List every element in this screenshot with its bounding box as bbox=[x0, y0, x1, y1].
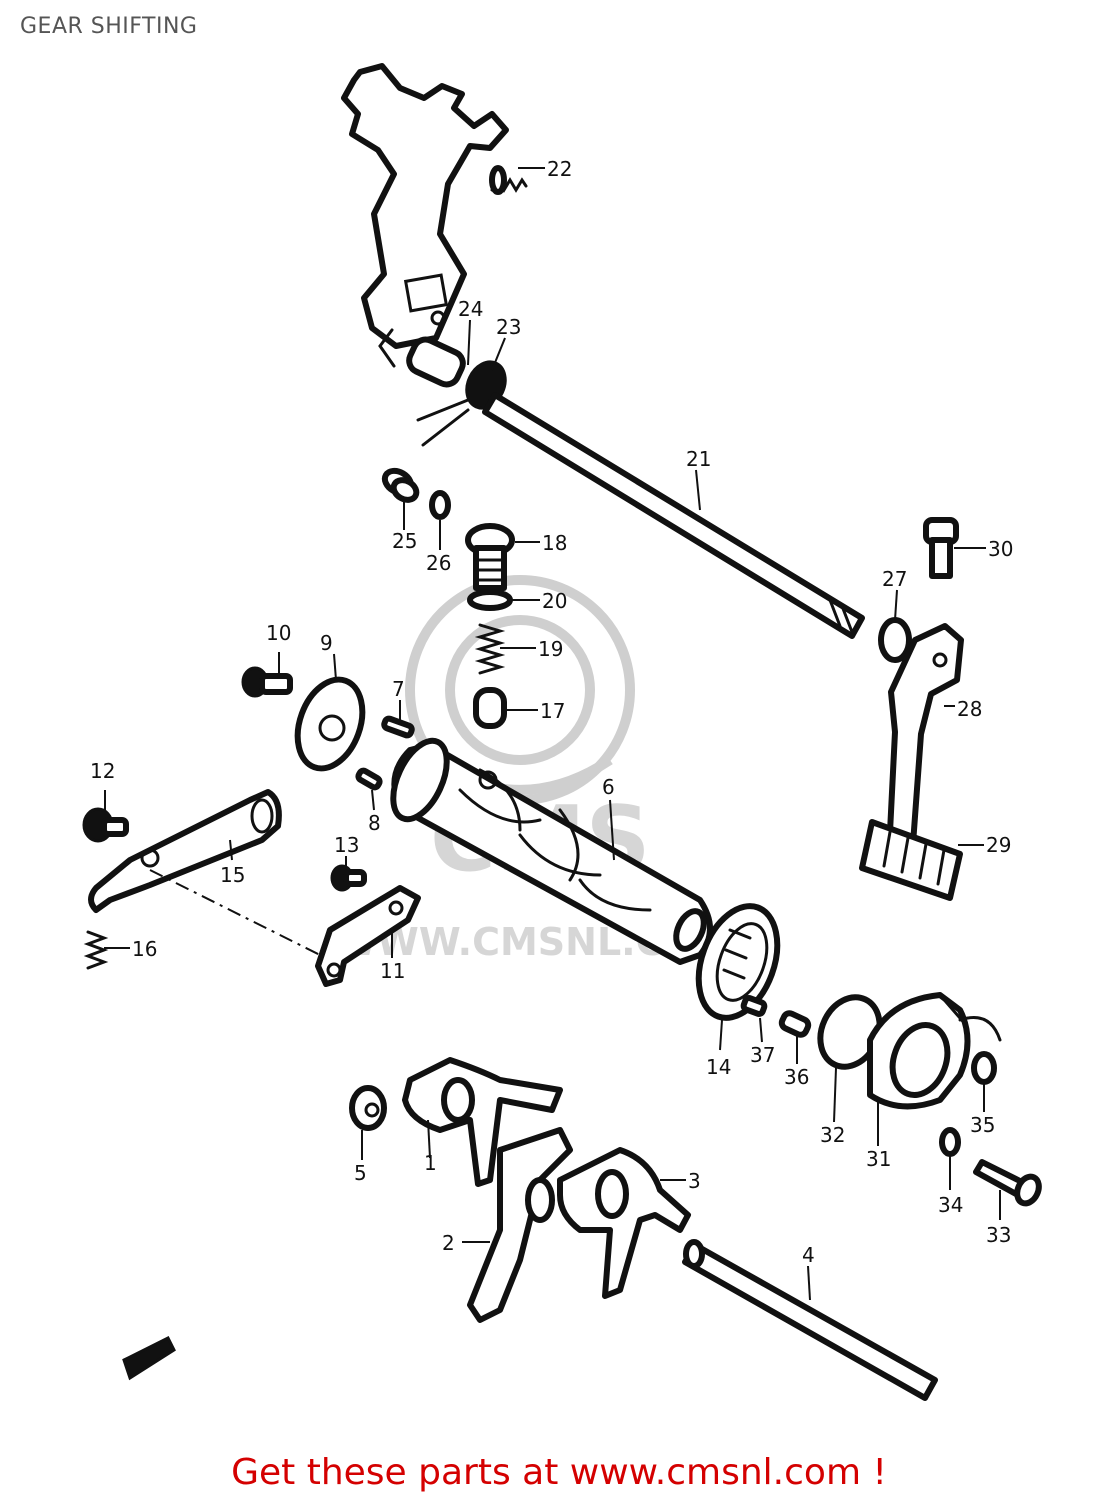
callout-22: 22 bbox=[547, 157, 572, 181]
part-36-pin bbox=[778, 1010, 812, 1038]
callouts: 22 24 23 21 25 26 18 20 19 17 30 27 28 2… bbox=[90, 157, 1013, 1267]
callout-33: 33 bbox=[986, 1223, 1011, 1247]
part-17-plunger bbox=[473, 687, 507, 729]
part-31-cover bbox=[867, 992, 1002, 1110]
part-2-shift-fork bbox=[467, 1127, 573, 1323]
part-19-spring bbox=[474, 623, 506, 675]
callout-26: 26 bbox=[426, 551, 451, 575]
part-21-shift-shaft bbox=[482, 392, 865, 639]
part-37-pin bbox=[740, 995, 768, 1017]
part-33-bolt bbox=[973, 1159, 1042, 1207]
callout-3: 3 bbox=[688, 1169, 701, 1193]
callout-15: 15 bbox=[220, 863, 245, 887]
part-5-bolt bbox=[349, 1085, 387, 1131]
callout-32: 32 bbox=[820, 1123, 845, 1147]
callout-37: 37 bbox=[750, 1043, 775, 1067]
callout-9: 9 bbox=[320, 631, 333, 655]
callout-28: 28 bbox=[957, 697, 982, 721]
part-30-bolt bbox=[923, 517, 959, 579]
callout-8: 8 bbox=[368, 811, 381, 835]
part-20-washer bbox=[467, 589, 513, 611]
callout-21: 21 bbox=[686, 447, 711, 471]
part-14-bearing bbox=[695, 903, 781, 1021]
callout-23: 23 bbox=[496, 315, 521, 339]
callout-11: 11 bbox=[380, 959, 405, 983]
callout-35: 35 bbox=[970, 1113, 995, 1137]
part-3-shift-fork bbox=[557, 1147, 691, 1299]
callout-36: 36 bbox=[784, 1065, 809, 1089]
callout-16: 16 bbox=[132, 937, 157, 961]
callout-30: 30 bbox=[988, 537, 1013, 561]
callout-12: 12 bbox=[90, 759, 115, 783]
part-10-bolt bbox=[241, 666, 293, 698]
leader-lines bbox=[104, 167, 1001, 1301]
part-1-shift-fork bbox=[402, 1057, 563, 1187]
part-7-pin bbox=[381, 715, 415, 739]
part-28-gearshift-lever bbox=[886, 623, 964, 855]
callout-7: 7 bbox=[392, 677, 405, 701]
part-25-bolt bbox=[381, 467, 420, 503]
part-9-cam-plate bbox=[294, 676, 366, 772]
part-12-bolt bbox=[82, 807, 129, 843]
part-29-shift-rubber bbox=[859, 819, 963, 901]
callout-20: 20 bbox=[542, 589, 567, 613]
part-22-spring bbox=[489, 165, 528, 195]
callout-1: 1 bbox=[424, 1151, 437, 1175]
orientation-mark bbox=[122, 1335, 176, 1381]
gearshift-arm-plate bbox=[341, 63, 509, 368]
part-13-bolt bbox=[330, 864, 367, 892]
callout-4: 4 bbox=[802, 1243, 815, 1267]
part-18-bolt bbox=[465, 523, 515, 591]
callout-17: 17 bbox=[540, 699, 565, 723]
part-27-washer bbox=[878, 617, 912, 663]
callout-29: 29 bbox=[986, 833, 1011, 857]
part-34-washer bbox=[939, 1127, 961, 1157]
callout-34: 34 bbox=[938, 1193, 963, 1217]
part-11-plate bbox=[315, 885, 421, 987]
part-8-pin bbox=[355, 767, 383, 791]
callout-27: 27 bbox=[882, 567, 907, 591]
part-15-stopper-lever bbox=[88, 789, 282, 913]
callout-25: 25 bbox=[392, 529, 417, 553]
part-24-collar bbox=[406, 336, 466, 388]
callout-6: 6 bbox=[602, 775, 615, 799]
callout-31: 31 bbox=[866, 1147, 891, 1171]
part-16-spring bbox=[83, 930, 109, 970]
part-26-washer bbox=[429, 490, 451, 520]
assembly-line bbox=[149, 869, 331, 961]
page-title: GEAR SHIFTING bbox=[20, 14, 198, 39]
callout-2: 2 bbox=[442, 1231, 455, 1255]
footer-link[interactable]: Get these parts at www.cmsnl.com ! bbox=[231, 1452, 887, 1493]
callout-14: 14 bbox=[706, 1055, 731, 1079]
callout-24: 24 bbox=[458, 297, 483, 321]
part-35-washer bbox=[971, 1051, 997, 1085]
part-6-shift-cam bbox=[390, 737, 713, 965]
callout-18: 18 bbox=[542, 531, 567, 555]
part-4-fork-shaft bbox=[682, 1239, 938, 1401]
callout-5: 5 bbox=[354, 1161, 367, 1185]
callout-19: 19 bbox=[538, 637, 563, 661]
callout-10: 10 bbox=[266, 621, 291, 645]
callout-13: 13 bbox=[334, 833, 359, 857]
